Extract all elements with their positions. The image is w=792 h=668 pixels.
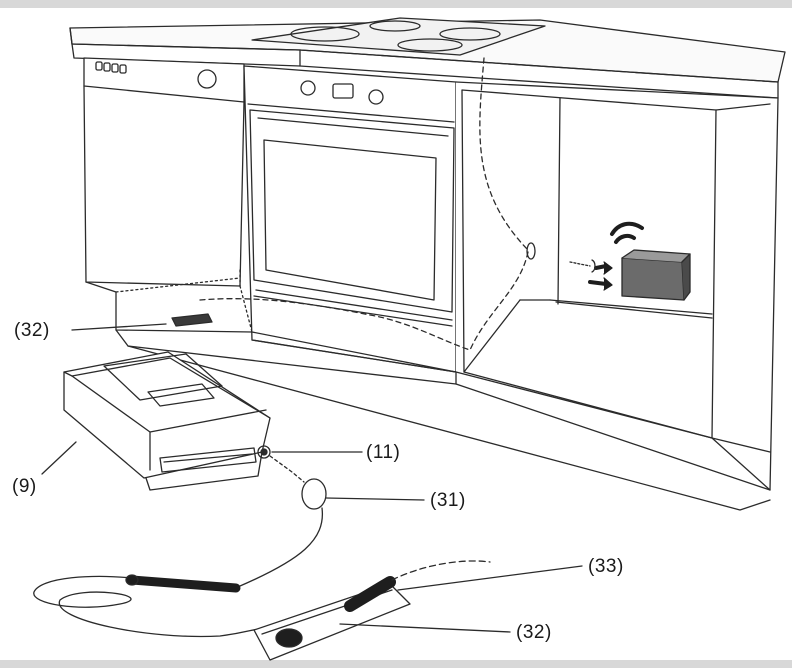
callout-11: (11) <box>366 442 401 463</box>
callout-33: (33) <box>588 556 624 577</box>
oven-display <box>332 83 354 99</box>
hotplate-1 <box>290 26 360 42</box>
valve-fitting <box>526 242 536 260</box>
oven <box>243 65 457 373</box>
oven-knob-right <box>368 89 384 105</box>
leader-31 <box>325 497 425 501</box>
hotplate-3 <box>439 27 501 41</box>
connector-plug-31 <box>301 478 327 510</box>
dishwasher-knob <box>197 69 217 89</box>
callout-32-top: (32) <box>14 320 50 341</box>
hotplate-2 <box>369 20 421 32</box>
connector-port-11 <box>257 445 271 459</box>
oven-knob-left <box>300 80 316 96</box>
leak-sensor-bottom <box>253 576 411 661</box>
callout-9: (9) <box>12 476 37 497</box>
countertop <box>69 17 786 99</box>
radio-receiver <box>569 221 691 301</box>
leader-33 <box>397 565 583 591</box>
cabinet <box>115 81 779 511</box>
callout-31: (31) <box>430 490 466 511</box>
leader-32-top <box>71 323 167 331</box>
leader-32-bottom <box>339 623 511 633</box>
callout-32-bottom: (32) <box>516 622 552 643</box>
cooktop <box>251 17 546 56</box>
dishwasher <box>83 57 253 333</box>
base-device <box>63 351 271 491</box>
hotplate-4 <box>397 38 463 52</box>
leader-9 <box>41 441 77 475</box>
leak-sensor-top <box>171 313 213 327</box>
